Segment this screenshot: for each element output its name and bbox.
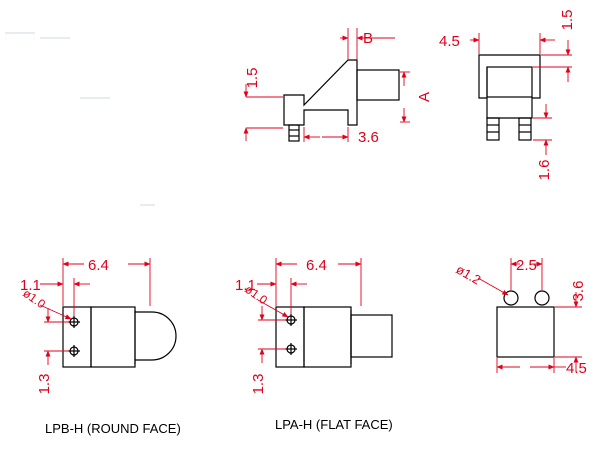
led-view: 2.5 ø1.2 3.6 4.5 <box>454 257 588 377</box>
lpb-offset-label: 1.1 <box>20 277 41 294</box>
lpb-spacing-label: 1.3 <box>36 374 53 395</box>
lpa-spacing-label: 1.3 <box>250 374 267 395</box>
side-view-height-label: 1.5 <box>244 68 261 89</box>
lpa-hole-label: ø1.0 <box>242 282 270 307</box>
lpa-length-label: 6.4 <box>306 257 327 274</box>
lpa-offset-label: 1.1 <box>235 277 256 294</box>
led-body <box>496 290 555 358</box>
lpb-length-label: 6.4 <box>88 257 109 274</box>
lpb-hole-label: ø1.0 <box>20 286 48 311</box>
lpb-body <box>62 306 177 368</box>
side-view-a-label: A <box>416 92 433 102</box>
lpa-caption: LPA-H (FLAT FACE) <box>275 417 393 432</box>
lpb-dimensions <box>39 258 151 365</box>
led-dimensions <box>477 258 582 373</box>
lpa-view: 6.4 1.1 ø1.0 1.3 LPA-H (FLAT FACE) <box>235 257 393 432</box>
lpb-view: 6.4 1.1 ø1.0 1.3 LPB-H (ROUND FACE) <box>20 257 181 436</box>
faint-marks <box>5 32 155 206</box>
front-view: 4.5 1.5 1.6 <box>439 10 576 181</box>
side-view-body <box>283 59 400 142</box>
side-view-pin-label: 3.6 <box>358 129 379 146</box>
front-view-width-label: 4.5 <box>439 33 460 50</box>
front-view-pin-label: 1.6 <box>536 160 553 181</box>
side-view-b-label: B <box>363 30 373 47</box>
led-pitch-label: 2.5 <box>516 257 537 274</box>
lpa-dimensions <box>257 258 362 363</box>
front-view-top-label: 1.5 <box>559 10 576 31</box>
front-view-body <box>478 54 541 141</box>
led-height-label: 3.6 <box>570 281 587 302</box>
front-view-dimensions <box>470 33 572 155</box>
lpa-body <box>275 306 393 368</box>
lpb-caption: LPB-H (ROUND FACE) <box>45 421 181 436</box>
led-lead-label: ø1.2 <box>454 262 484 288</box>
side-view: 1.5 B A 3.6 <box>243 28 433 146</box>
led-width-label: 4.5 <box>566 360 587 377</box>
side-view-dimensions <box>243 28 410 142</box>
